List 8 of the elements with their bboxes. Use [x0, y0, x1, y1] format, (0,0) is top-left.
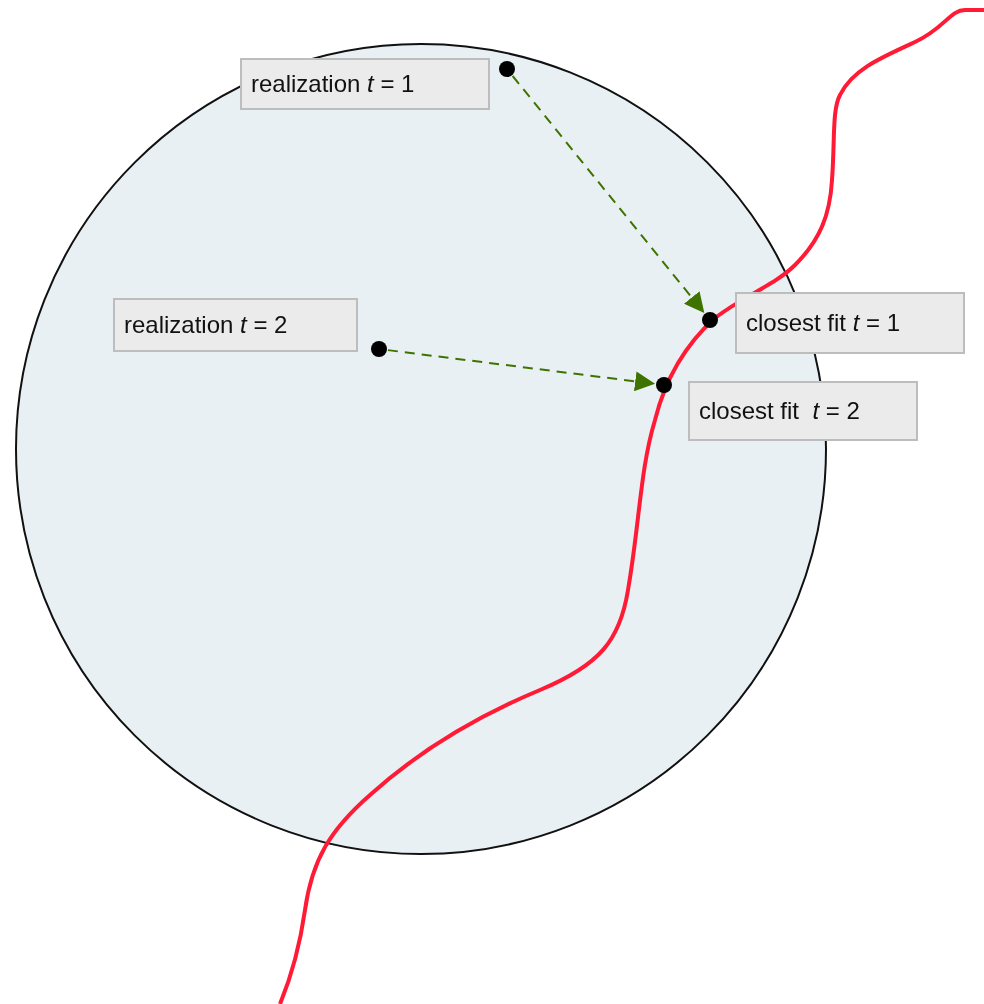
label-box: closest fit t = 2	[688, 381, 918, 441]
point-dot	[371, 341, 387, 357]
point-dot	[499, 61, 515, 77]
label-box: closest fit t = 1	[735, 292, 965, 354]
arrow	[386, 349, 657, 392]
point-dot	[702, 312, 718, 328]
point-dot	[656, 377, 672, 393]
label-box: realization t = 2	[113, 298, 358, 352]
